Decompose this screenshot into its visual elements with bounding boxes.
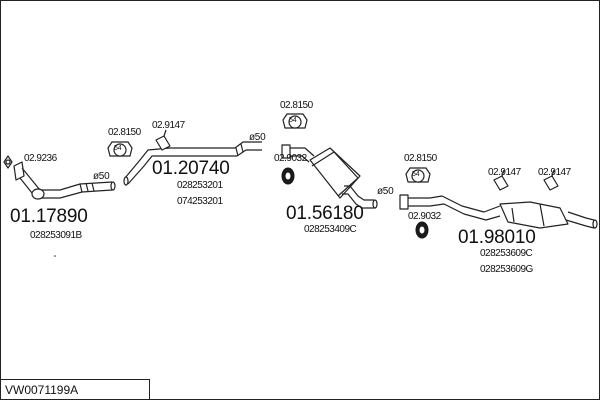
- rear-silencer-number: 01.98010: [458, 227, 536, 248]
- hanger-a-center-drawing: [282, 113, 308, 129]
- middle-pipe-oem-1: 028253201: [177, 180, 223, 191]
- gasket-code: 02.9236: [24, 153, 57, 164]
- diameter-front: ø50: [93, 171, 110, 182]
- hanger-b-2-code: 02.9147: [488, 167, 521, 178]
- center-silencer-oem-1: 028253409C: [304, 224, 357, 235]
- diagram-code: VW0071199A: [5, 383, 79, 397]
- center-silencer-number: 01.56180: [286, 203, 364, 224]
- hanger-a-left-code: 02.8150: [108, 127, 141, 138]
- diameter-center: ø50: [377, 186, 394, 197]
- rear-silencer-oem-1: 028253609C: [480, 248, 533, 259]
- middle-pipe-drawing: [123, 141, 262, 186]
- hanger-a-right-code: 02.8150: [404, 153, 437, 164]
- hanger-badge-right: 54: [412, 171, 420, 178]
- hanger-badge-left: 54: [114, 145, 122, 152]
- middle-pipe-oem-2: 074253201: [177, 196, 223, 207]
- hanger-b-1-code: 02.9147: [152, 120, 185, 131]
- hanger-b-3-code: 02.9147: [538, 167, 571, 178]
- hanger-b-2-drawing: [493, 169, 509, 191]
- hanger-badge-center: 54: [289, 117, 297, 124]
- center-silencer-drawing: [281, 144, 378, 209]
- rubber-mount-2-code: 02.9032: [408, 211, 441, 222]
- front-pipe-drawing: [13, 161, 116, 200]
- middle-pipe-number: 01.20740: [152, 158, 230, 179]
- front-pipe-oem-1: 028253091B: [30, 230, 82, 241]
- gasket-drawing: [3, 155, 13, 169]
- rear-silencer-drawing: [399, 194, 598, 229]
- hanger-a-left-drawing: [107, 141, 133, 157]
- hanger-b-1-drawing: [155, 129, 171, 151]
- rear-silencer-oem-2: 028253609G: [480, 264, 533, 275]
- hanger-b-3-drawing: [543, 169, 559, 191]
- front-pipe-number: 01.17890: [10, 206, 88, 227]
- hanger-a-right-drawing: [405, 167, 431, 183]
- diagram-code-box: VW0071199A: [0, 379, 150, 399]
- hanger-a-center-code: 02.8150: [280, 100, 313, 111]
- rubber-mount-1-code: 02.9032: [274, 153, 307, 164]
- diameter-middle: ø50: [249, 132, 266, 143]
